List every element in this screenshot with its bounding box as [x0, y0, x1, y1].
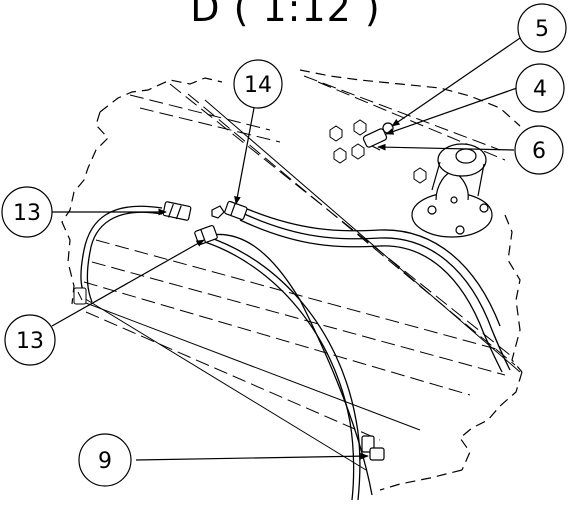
balloon-13-lower: 13 [4, 314, 56, 366]
fittings [162, 200, 385, 461]
panel-edges [73, 75, 521, 471]
flange-mount [411, 143, 493, 238]
break-outline [61, 69, 523, 491]
balloon-label: 9 [98, 449, 112, 474]
bracket [73, 287, 87, 305]
balloon-13-upper: 13 [1, 186, 53, 238]
balloon-label: 6 [532, 139, 546, 164]
balloon-14: 14 [233, 59, 283, 109]
balloon-label: 4 [533, 77, 547, 102]
view-title: D ( 1:12 ) [190, 0, 381, 30]
balloon-4: 4 [515, 63, 565, 113]
balloon-label: 5 [535, 17, 549, 42]
bolts [329, 119, 427, 184]
valve [362, 122, 394, 151]
balloon-5: 5 [517, 3, 567, 53]
hose-assemblies [80, 205, 511, 501]
balloon-9: 9 [78, 433, 132, 487]
leader-lines [51, 35, 524, 461]
balloon-label: 13 [13, 201, 41, 226]
balloon-label: 14 [244, 73, 272, 98]
balloon-label: 13 [16, 329, 44, 354]
balloon-6: 6 [514, 125, 564, 175]
